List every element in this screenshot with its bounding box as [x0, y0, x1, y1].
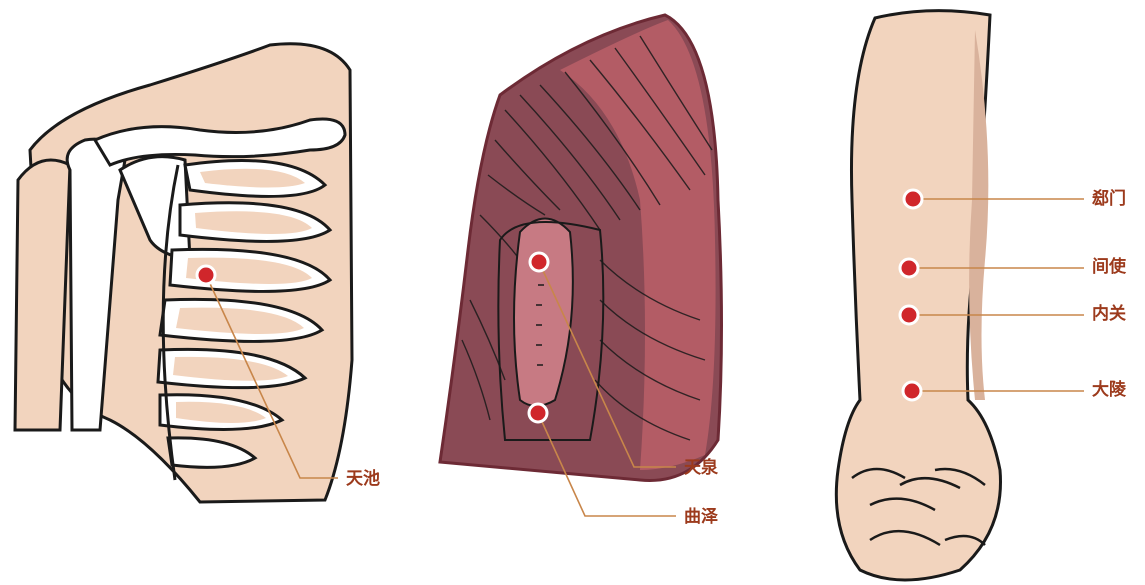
label-tianchi: 天池: [346, 469, 380, 489]
acupoint-marker-quze: [529, 404, 547, 422]
acupoint-marker-tianchi: [197, 266, 215, 284]
label-ximen: 郄门: [1092, 189, 1126, 209]
label-tianquan: 天泉: [684, 458, 718, 478]
acupoint-marker-neiguan: [900, 306, 918, 324]
acupoint-marker-jianshi: [900, 259, 918, 277]
acupoint-marker-tianquan: [530, 253, 548, 271]
acupoint-marker-daling: [903, 382, 921, 400]
upper-arm-illustration: [440, 15, 722, 481]
label-neiguan: 内关: [1092, 304, 1126, 324]
chest-illustration: [15, 44, 352, 502]
label-jianshi: 间使: [1092, 257, 1126, 277]
forearm-illustration: [836, 11, 1000, 580]
label-daling: 大陵: [1092, 380, 1126, 400]
label-quze: 曲泽: [684, 507, 718, 527]
acupoint-marker-ximen: [904, 190, 922, 208]
